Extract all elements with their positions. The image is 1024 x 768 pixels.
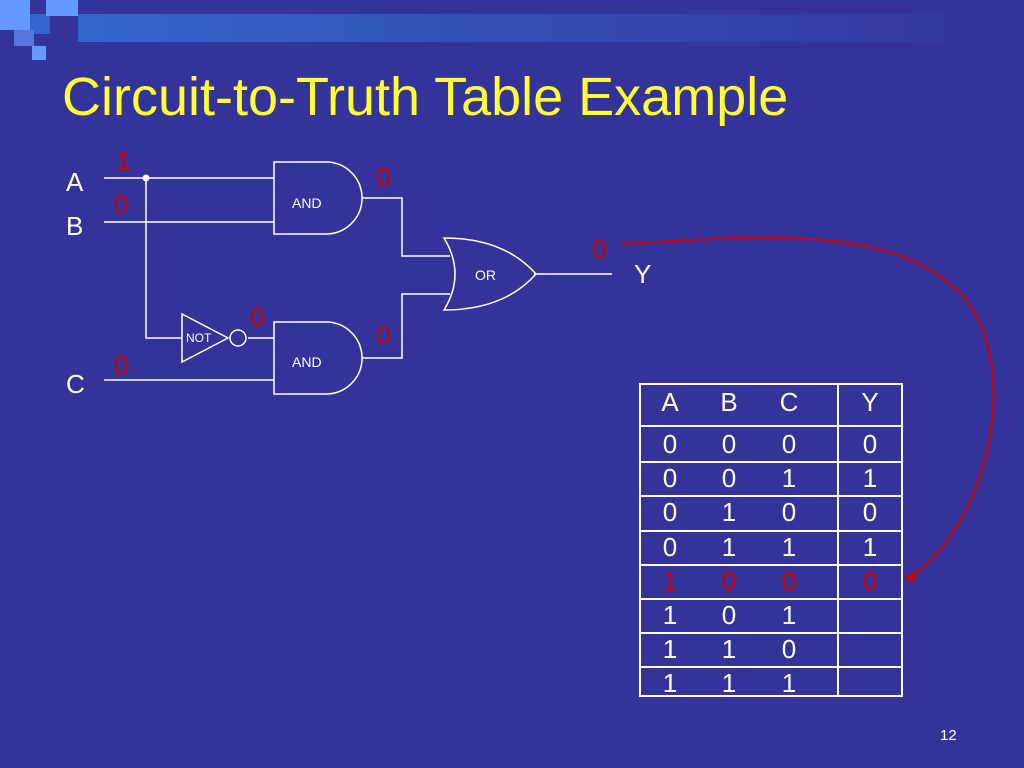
cell-c: 0 <box>781 565 797 596</box>
gate-label-and-bottom: AND <box>292 354 322 370</box>
wire-a-branch <box>145 178 182 339</box>
cell-y: 0 <box>862 429 878 459</box>
cell-c: 0 <box>781 634 797 665</box>
wire-and-bottom-out <box>362 293 450 359</box>
cell-y: 0 <box>862 497 878 528</box>
cell-c: 1 <box>781 600 797 630</box>
cell-c: 1 <box>781 531 797 562</box>
row-separator <box>641 666 901 669</box>
junction-dot <box>142 174 150 182</box>
table-row: 1 1 0 <box>641 634 901 666</box>
cell-a: 0 <box>662 429 678 459</box>
cell-a: 1 <box>662 565 678 596</box>
cell-b: 0 <box>721 463 737 494</box>
or-gate <box>442 237 538 311</box>
signal-value-b: 0 <box>114 189 128 219</box>
deco-square <box>14 30 34 46</box>
deco-square <box>30 14 50 34</box>
gate-label-or: OR <box>475 267 496 283</box>
not-bubble <box>229 329 247 347</box>
slide-title: Circuit-to-Truth Table Example <box>62 67 789 127</box>
table-row: 0 0 0 0 <box>641 429 901 461</box>
signal-value-c: 0 <box>114 350 128 380</box>
table-row: 1 0 1 <box>641 600 901 632</box>
title-bar-gradient <box>78 14 1024 42</box>
gate-label-not: NOT <box>186 331 212 345</box>
table-row: 0 0 1 1 <box>641 463 901 495</box>
and-gate-top <box>273 161 363 235</box>
cell-c: 0 <box>781 497 797 528</box>
cell-y: 1 <box>862 463 878 494</box>
table-row: 0 1 0 0 <box>641 497 901 529</box>
cell-a: 1 <box>662 634 678 665</box>
arrowhead-icon <box>904 570 916 583</box>
cell-b: 0 <box>721 565 737 596</box>
row-separator <box>641 563 901 566</box>
deco-square <box>60 0 78 16</box>
row-separator <box>641 598 901 600</box>
row-separator <box>641 461 901 464</box>
cell-y: 1 <box>862 531 878 562</box>
signal-value-and-bottom-out: 0 <box>376 320 390 350</box>
row-separator <box>641 529 901 532</box>
cell-b: 1 <box>721 668 737 699</box>
signal-value-not-out: 0 <box>250 302 264 332</box>
cell-b: 0 <box>721 429 737 459</box>
truth-table-header: A B C Y <box>641 387 901 419</box>
table-row: 1 1 1 <box>641 668 901 700</box>
highlight-arrow <box>621 236 995 577</box>
truth-table-divider <box>837 385 839 695</box>
gate-label-and-top: AND <box>292 195 322 211</box>
cell-a: 1 <box>662 600 678 630</box>
cell-b: 1 <box>721 634 737 665</box>
input-label-c: C <box>66 369 85 399</box>
row-separator <box>641 495 901 498</box>
table-row: 1 0 0 0 <box>641 566 901 598</box>
cell-a: 0 <box>662 463 678 494</box>
cell-c: 1 <box>781 668 797 699</box>
header-separator <box>641 425 901 427</box>
header-c: C <box>779 387 799 417</box>
signal-value-y: 0 <box>592 234 606 264</box>
deco-square <box>0 0 30 30</box>
input-label-b: B <box>66 211 83 241</box>
cell-b: 0 <box>721 600 737 630</box>
cell-a: 0 <box>662 497 678 528</box>
table-row: 0 1 1 1 <box>641 532 901 564</box>
cell-b: 1 <box>721 531 737 562</box>
signal-value-a: 1 <box>116 146 130 176</box>
cell-c: 1 <box>781 463 797 494</box>
cell-a: 1 <box>662 668 678 699</box>
not-gate <box>181 312 230 364</box>
cell-b: 1 <box>721 497 737 528</box>
and-gate-bottom <box>273 321 363 395</box>
deco-square <box>46 0 62 16</box>
cell-a: 0 <box>662 531 678 562</box>
cell-c: 0 <box>781 429 797 459</box>
row-separator <box>641 632 901 635</box>
header-a: A <box>661 387 679 417</box>
header-y: Y <box>861 387 879 417</box>
output-label-y: Y <box>634 259 651 289</box>
input-label-a: A <box>66 167 84 197</box>
header-b: B <box>720 387 738 417</box>
wire-and-top-out <box>362 197 450 257</box>
cell-y: 0 <box>862 565 878 596</box>
signal-value-and-top-out: 0 <box>376 162 390 192</box>
page-number: 12 <box>940 727 957 744</box>
deco-square <box>32 46 46 60</box>
